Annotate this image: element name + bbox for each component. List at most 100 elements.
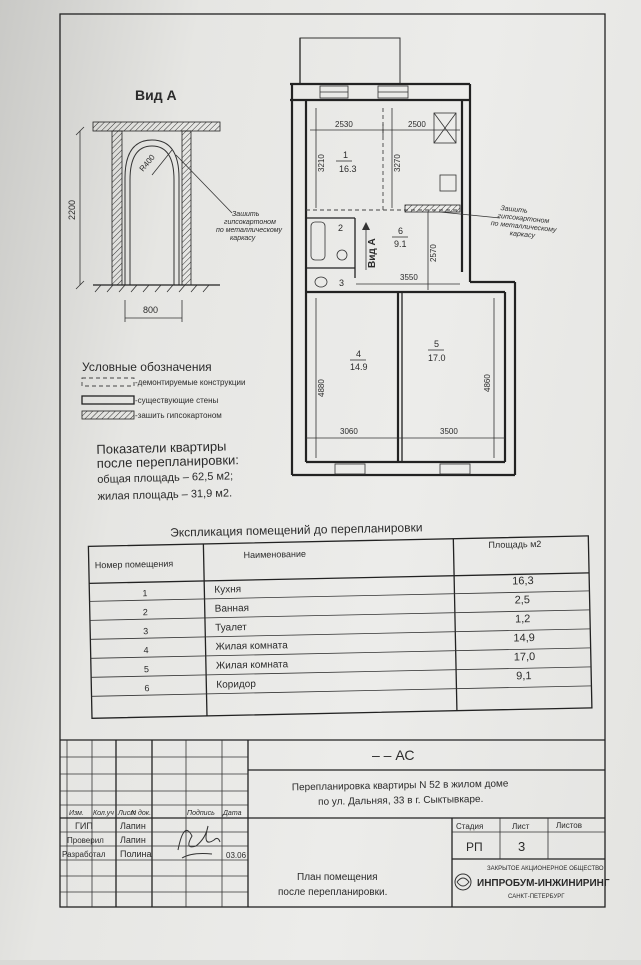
dim-left-lower: 4880 [317,379,326,397]
room-6-area: 9.1 [394,239,407,249]
floor-plan: 1 16.3 2 3 4 14.9 5 17.0 6 9.1 Вид А 253… [290,37,557,477]
view-radius: R400 [138,152,158,173]
svg-text:1: 1 [142,588,147,598]
col-header-number: Номер помещения [95,559,174,571]
legend-swatch-existing [81,395,135,405]
dim-left-upper: 3210 [317,154,326,172]
stamp-sheets-label: Листов [556,821,582,830]
room-1-area: 16.3 [339,164,357,174]
dim-top-left: 2530 [335,120,353,129]
stamp-code: – – АС [372,747,415,763]
view-note-2: гипсокартоном [224,219,276,226]
col-header-area: Площадь м2 [488,539,541,550]
indicators-living: жилая площадь – 31,9 м2. [98,487,233,503]
title-block: Изм. Кол.уч Лист N док. Подпись Дата ГИП… [60,739,610,907]
indicators-total: общая площадь – 62,5 м2; [97,470,233,486]
dim-bottom-left: 3060 [340,427,358,436]
signature [177,825,221,859]
svg-text:Туалет: Туалет [215,622,247,634]
indicators-title-2: после перепланировки: [97,452,240,471]
stamp-date-3: 03.06 [226,851,247,860]
table-row: 5 Жилая комната 17,0 [91,651,592,678]
view-width-dim: 800 [143,305,158,315]
stamp-project-2: по ул. Дальняя, 33 в г. Сыктывкаре. [318,794,483,808]
stamp-role-3: Разработал [62,850,106,859]
stamp-col-date: Дата [222,810,242,817]
company-name: ИНПРОБУМ-ИНЖИНИРИНГ [477,878,610,889]
plan-view-marker: Вид А [367,238,378,268]
explication-table: Экспликация помещений до перепланировки … [87,520,593,719]
company-logo: ЗАКРЫТОЕ АКЦИОНЕРНОЕ ОБЩЕСТВО ИНПРОБУМ-И… [454,866,610,900]
stamp-project-1: Перепланировка квартиры N 52 в жилом дом… [292,779,509,794]
view-a-title: Вид А [135,87,177,103]
svg-text:5: 5 [144,664,149,674]
table-row: 2 Ванная 2,5 [89,594,590,621]
stamp-col-izm: Изм. [69,810,84,817]
dim-corridor-v: 2570 [429,244,438,262]
legend-title: Условные обозначения [82,360,212,374]
stamp-col-koluch: Кол.уч [93,810,114,817]
indicators-title-1: Показатели квартиры [96,439,226,457]
legend-swatch-drywall [81,410,135,420]
view-note-1: Зашить [232,211,260,218]
view-height-dim: 2200 [67,200,77,220]
legend-item-2: -существующие стены [135,396,219,405]
col-header-name: Наименование [244,549,307,560]
company-city: САНКТ-ПЕТЕРБУРГ [508,894,565,900]
stamp-col-sign: Подпись [187,809,215,817]
table-row: 1 Кухня 16,3 [89,575,590,602]
stamp-stage: РП [466,840,483,854]
svg-text:6: 6 [144,683,149,693]
view-a-detail: Вид А 2200 800 R400 Зашить гипсокартоном… [67,87,283,322]
dim-bottom-right: 3500 [440,427,458,436]
table-row: 3 Туалет 1,2 [90,613,591,640]
company-line1: ЗАКРЫТОЕ АКЦИОНЕРНОЕ ОБЩЕСТВО [487,866,604,872]
stamp-drawing-title-2: после перепланировки. [278,887,387,898]
dim-top-right: 2500 [408,120,426,129]
table-row: 4 Жилая комната 14,9 [90,632,591,659]
svg-text:Жилая комната: Жилая комната [216,659,289,672]
room-2-num: 2 [338,223,343,233]
room-3-num: 3 [339,278,344,288]
drawing-frame [59,13,606,908]
table-row: 6 Коридор 9,1 [91,670,592,697]
stamp-drawing-title-1: План помещения [297,872,378,883]
stamp-col-list: Лист [117,810,136,817]
svg-text:Коридор: Коридор [216,679,256,691]
legend: Условные обозначения -демонтируемые конс… [81,360,245,420]
dim-right-lower: 4860 [483,374,492,392]
svg-text:Ванная: Ванная [215,603,249,615]
room-6-num: 6 [398,226,403,236]
stamp-role-2: Проверил [67,836,104,845]
room-1-num: 1 [343,150,348,160]
svg-text:14,9: 14,9 [513,632,535,644]
svg-text:4: 4 [143,645,148,655]
explication-title: Экспликация помещений до перепланировки [170,520,423,539]
legend-item-3: -зашить гипсокартоном [135,411,222,420]
stamp-col-ndoc: N док. [131,809,151,817]
plan-note-1: Зашить [500,205,528,215]
room-5-num: 5 [434,339,439,349]
stamp-stage-label: Стадия [456,822,483,831]
svg-text:2: 2 [143,607,148,617]
legend-swatch-demolished [81,377,135,387]
legend-item-1: -демонтируемые конструкции [135,378,245,387]
dim-mid-upper: 3270 [393,154,402,172]
room-5-area: 17.0 [428,353,446,363]
svg-text:9,1: 9,1 [516,670,532,682]
svg-text:Жилая комната: Жилая комната [215,640,288,653]
stamp-sheet: 3 [518,839,525,854]
stamp-sheet-label: Лист [512,822,530,831]
svg-text:17,0: 17,0 [514,651,536,663]
stamp-name-1: Лапин [120,821,146,831]
dim-corridor-h: 3550 [400,273,418,282]
stamp-role-1: ГИП [75,821,93,831]
svg-text:3: 3 [143,626,148,636]
plan-note-4: каркасу [509,230,535,240]
apartment-indicators: Показатели квартиры после перепланировки… [96,439,240,503]
stamp-name-2: Лапин [120,835,146,845]
room-4-area: 14.9 [350,362,368,372]
svg-text:1,2: 1,2 [515,613,531,625]
